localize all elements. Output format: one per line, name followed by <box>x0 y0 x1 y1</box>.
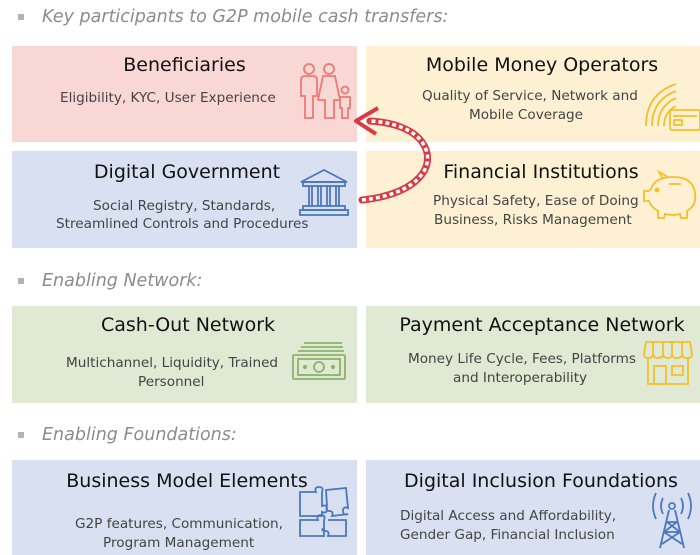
box-digital-inclusion-foundations: Digital Inclusion Foundations Digital Ac… <box>366 460 700 555</box>
box-title: Beneficiaries <box>123 54 246 76</box>
box-desc-line2: Mobile Coverage <box>469 107 584 123</box>
box-payment-acceptance-network: Payment Acceptance Network Money Life Cy… <box>366 306 700 403</box>
box-digital-government: Digital Government Social Registry, Stan… <box>12 151 357 248</box>
puzzle-icon <box>299 486 350 537</box>
box-desc-line2: Streamlined Controls and Procedures <box>56 216 309 232</box>
family-icon <box>300 63 351 119</box>
box-desc-line2: Program Management <box>103 535 255 551</box>
box-desc-line1: Social Registry, Standards, <box>93 198 276 214</box>
box-desc-line2: Business, Risks Management <box>434 212 632 228</box>
box-title: Mobile Money Operators <box>425 54 659 76</box>
box-desc-line1: G2P features, Communication, <box>75 516 283 532</box>
heading-enabling-network-text: Enabling Network: <box>42 271 203 291</box>
box-cash-out-network: Cash-Out Network Multichannel, Liquidity… <box>12 306 357 403</box>
curved-arrow <box>354 106 431 204</box>
cash-stack-icon <box>292 342 346 380</box>
box-desc-line2: Gender Gap, Financial Inclusion <box>400 527 615 543</box>
box-mobile-money-operators: Mobile Money Operators Quality of Servic… <box>366 46 700 142</box>
box-desc-line1: Multichannel, Liquidity, Trained <box>66 355 279 371</box>
heading-key-participants-text: Key participants to G2P mobile cash tran… <box>42 7 449 27</box>
cell-tower-icon <box>652 492 692 549</box>
box-desc-line1: Physical Safety, Ease of Doing <box>433 193 639 209</box>
box-title: Payment Acceptance Network <box>399 314 685 336</box>
box-title: Cash-Out Network <box>100 314 276 336</box>
box-desc-line1: Quality of Service, Network and <box>422 88 638 104</box>
box-title: Business Model Elements <box>66 470 308 492</box>
box-desc-line1: Money Life Cycle, Fees, Platforms <box>408 351 636 367</box>
storefront-icon <box>643 341 693 385</box>
box-financial-institutions: Financial Institutions Physical Safety, … <box>366 151 700 248</box>
box-title: Digital Inclusion Foundations <box>404 470 678 492</box>
bullet <box>18 278 24 284</box>
heading-enabling-network: Enabling Network: <box>18 271 202 291</box>
heading-key-participants: Key participants to G2P mobile cash tran… <box>18 7 448 27</box>
heading-enabling-foundations: Enabling Foundations: <box>18 425 237 445</box>
box-title: Digital Government <box>93 161 281 183</box>
government-building-icon <box>299 168 349 216</box>
box-business-model-elements: Business Model Elements G2P features, Co… <box>12 460 357 555</box>
bullet <box>18 14 24 20</box>
box-beneficiaries: Beneficiaries Eligibility, KYC, User Exp… <box>12 46 357 142</box>
box-title: Financial Institutions <box>443 161 639 183</box>
box-desc-line1: Digital Access and Affordability, <box>400 508 617 524</box>
piggy-bank-icon <box>643 169 697 219</box>
contactless-payment-icon <box>645 83 700 131</box>
box-desc: Eligibility, KYC, User Experience <box>60 90 276 106</box>
bullet <box>18 432 24 438</box>
box-desc-line2: and Interoperability <box>453 370 588 386</box>
box-desc-line2: Personnel <box>138 374 205 390</box>
heading-enabling-foundations-text: Enabling Foundations: <box>42 425 237 445</box>
